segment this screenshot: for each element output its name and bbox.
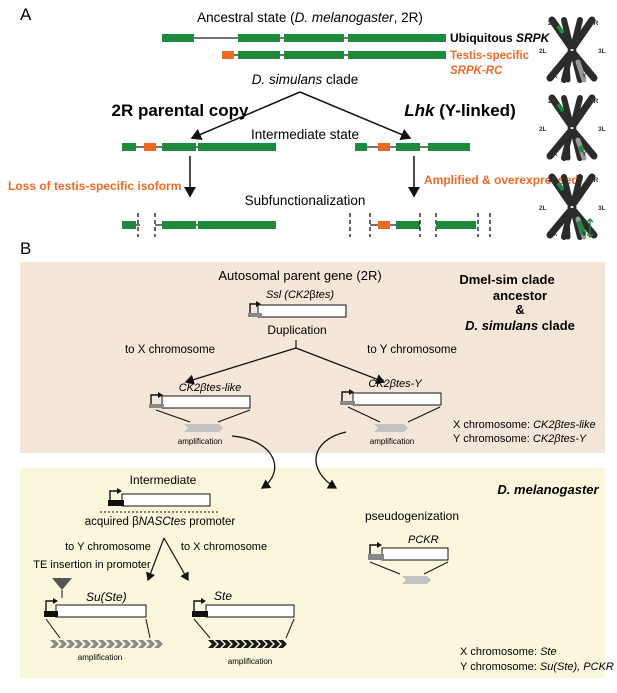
- x-chromosome-summary-1: X chromosome: CK2βtes-like: [453, 419, 596, 431]
- panel-b-label: B: [20, 239, 31, 258]
- amplification-label-1: amplification: [178, 437, 222, 446]
- amplification-chevrons-1: [184, 424, 223, 432]
- simulans-clade-b-label: D. simulans clade: [465, 318, 575, 333]
- subfunc-lhk-gene-model: [349, 213, 491, 237]
- ancestral-state-title: Ancestral state (D. melanogaster, 2R): [197, 10, 423, 25]
- svg-text:X: X: [553, 73, 558, 80]
- svg-text:3R: 3R: [590, 20, 599, 27]
- svg-text:X: X: [553, 231, 558, 238]
- svg-text:4: 4: [575, 39, 579, 46]
- pckr-amplification-lines: [369, 561, 449, 575]
- svg-text:Y: Y: [582, 231, 587, 238]
- amplification-label-2: amplification: [370, 437, 414, 446]
- svg-text:3R: 3R: [590, 177, 599, 184]
- dmel-sim-clade-label: Dmel-sim clade: [459, 272, 554, 287]
- chromosome-icon-2: [550, 98, 594, 158]
- ste-label: Ste: [214, 589, 232, 603]
- lhk-label: Lhk (Y-linked): [404, 101, 515, 120]
- ck2btes-y-label: CK2βtes-Y: [368, 378, 422, 390]
- pseudogenization-label: pseudogenization: [365, 509, 459, 523]
- chromosome-icon-3: [550, 177, 594, 237]
- simulans-clade-label: D. simulans clade: [252, 72, 359, 87]
- svg-text:2L: 2L: [539, 48, 547, 55]
- duplication-label: Duplication: [267, 323, 326, 337]
- suste-label: Su(Ste): [86, 590, 127, 604]
- panel-a-label: A: [20, 5, 32, 24]
- suste-amplification-lines: [45, 618, 151, 639]
- arrow-to-y-chromosome: [295, 347, 386, 385]
- pckr-chevrons: [402, 576, 431, 584]
- y-chromosome-summary-2: Y chromosome: Su(Ste), PCKR: [460, 661, 614, 673]
- ck2btes-y-amplification-lines: [347, 406, 441, 423]
- loss-testis-isoform-label: Loss of testis-specific isoform: [8, 179, 181, 193]
- ssl-gene-label: Ssl (CK2βtes): [266, 289, 334, 301]
- te-insertion-label: TE insertion in promoter: [33, 559, 151, 571]
- testis-specific-srpk-rc-gene-model: [222, 51, 446, 59]
- to-y-chromosome-label: to Y chromosome: [367, 344, 457, 356]
- ssl-gene-model: [248, 301, 347, 318]
- ancestor-label: ancestor: [493, 288, 547, 303]
- amplification-label-4: amplification: [228, 657, 272, 666]
- ubiquitous-srpk-gene-model: [162, 34, 446, 42]
- intermediate-gene-model: [108, 488, 211, 507]
- pckr-gene-model: [368, 542, 449, 561]
- ancestor-background-box: [20, 262, 605, 453]
- chromosome-labels: 2R 3R 2L 3L X Y 4 2R 3R 2L 3L X Y 2R 3R …: [539, 20, 606, 238]
- testis-specific-label: Testis-specific: [450, 50, 530, 62]
- x-chromosome-summary-2: X chromosome: Ste: [460, 646, 557, 658]
- ck2btes-like-label: CK2βtes-like: [179, 382, 242, 394]
- ampersand-label: &: [515, 302, 524, 317]
- melanogaster-label: D. melanogaster: [497, 482, 599, 497]
- intermediate-lhk-gene-model: [355, 143, 470, 151]
- curved-arrow-to-intermediate: [231, 435, 276, 489]
- svg-text:X: X: [553, 151, 558, 158]
- intermediate-parental-gene-model: [122, 143, 276, 151]
- amplified-overexpressed-label: Amplified & overexpressed: [424, 173, 579, 187]
- ste-gene-model: [192, 598, 295, 618]
- svg-text:2R: 2R: [548, 177, 557, 184]
- parental-copy-label: 2R parental copy: [112, 101, 250, 120]
- suste-te-insertion-marker: [52, 578, 72, 598]
- ste-amplification-chevrons: [208, 640, 287, 648]
- ck2btes-like-gene-model: [149, 392, 251, 409]
- y-chromosome-summary-1: Y chromosome: CK2βtes-Y: [453, 433, 587, 445]
- suste-gene-model: [44, 598, 147, 618]
- arrow-to-suste: [146, 537, 165, 582]
- svg-text:2R: 2R: [548, 98, 557, 105]
- svg-text:Y: Y: [582, 151, 587, 158]
- curved-arrow-to-pseudogenization: [315, 431, 347, 489]
- intermediate-b-label: Intermediate: [130, 473, 197, 487]
- intermediate-state-label: Intermediate state: [251, 127, 359, 142]
- svg-text:2L: 2L: [539, 126, 547, 133]
- ubiquitous-srpk-label: Ubiquitous SRPK: [450, 31, 551, 45]
- ck2btes-y-gene-model: [340, 389, 442, 406]
- branch-arrow-parental: [190, 91, 301, 140]
- subfunc-parental-gene-model: [122, 213, 276, 237]
- to-x-chromosome-2-label: to X chromosome: [181, 541, 267, 553]
- svg-text:3L: 3L: [598, 48, 606, 55]
- chromosome-icon-1: [550, 20, 594, 80]
- svg-text:3L: 3L: [598, 205, 606, 212]
- svg-text:3L: 3L: [598, 126, 606, 133]
- ck2btes-like-amplification-lines: [155, 409, 251, 423]
- svg-text:Y: Y: [582, 73, 587, 80]
- amplification-chevrons-2: [374, 424, 408, 432]
- amplification-label-3: amplification: [78, 653, 122, 662]
- ste-amplification-lines: [193, 618, 295, 639]
- acquired-promoter-label: acquired βNASCtes promoter: [85, 516, 236, 528]
- to-y-chromosome-2-label: to Y chromosome: [65, 541, 151, 553]
- pckr-label: PCKR: [408, 534, 439, 546]
- subfunctionalization-label: Subfunctionalization: [245, 193, 366, 208]
- svg-text:3R: 3R: [590, 98, 599, 105]
- branch-arrow-lhk: [299, 91, 412, 141]
- svg-text:2L: 2L: [539, 205, 547, 212]
- autosomal-parent-label: Autosomal parent gene (2R): [218, 268, 381, 283]
- srpk-rc-label: SRPK-RC: [450, 65, 503, 77]
- to-x-chromosome-label: to X chromosome: [125, 344, 215, 356]
- arrow-to-ste: [163, 537, 189, 582]
- arrow-to-x-chromosome: [184, 347, 297, 385]
- svg-text:2R: 2R: [548, 20, 557, 27]
